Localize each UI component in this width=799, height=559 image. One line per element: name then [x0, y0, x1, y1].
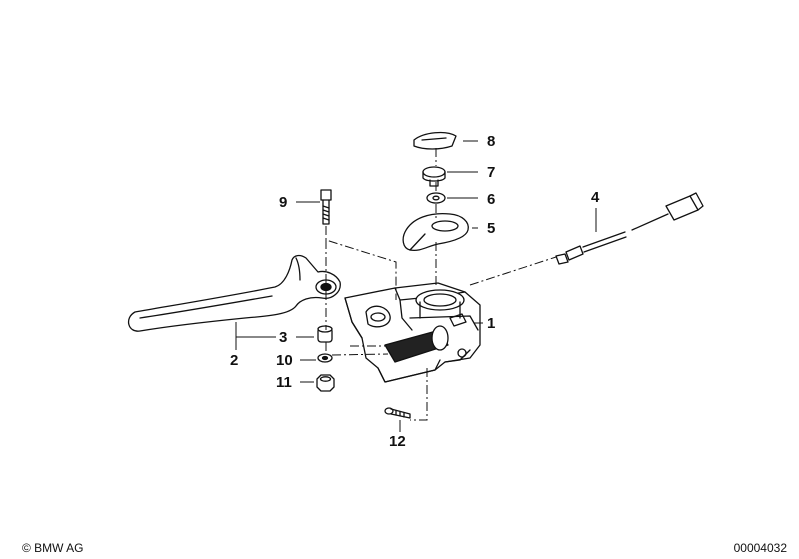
bushing-part: [317, 325, 333, 343]
image-number: 00004032: [733, 541, 787, 555]
callout-7: 7: [487, 164, 496, 181]
cap-plate-part: [413, 131, 457, 150]
switch-cable-part: [555, 192, 704, 265]
callout-6: 6: [487, 191, 496, 208]
callout-8: 8: [487, 133, 496, 150]
callout-10: 10: [276, 352, 293, 369]
callout-11: 11: [276, 374, 292, 391]
callout-4: 4: [591, 189, 600, 206]
lever-housing-part: [344, 282, 481, 383]
button-part: [422, 166, 446, 187]
switch-cover-part: [402, 212, 469, 252]
callout-1: 1: [487, 315, 496, 332]
nut-part: [316, 374, 335, 392]
washer-part: [317, 353, 333, 363]
callout-2: 2: [230, 352, 239, 369]
callout-5: 5: [487, 220, 496, 237]
leader-lines: [235, 140, 597, 432]
callout-12: 12: [389, 433, 406, 450]
assembly-lines: [325, 148, 557, 421]
lever-part: [127, 254, 341, 332]
small-washer-part: [426, 192, 446, 204]
callout-9: 9: [279, 194, 288, 211]
callout-3: 3: [279, 329, 288, 346]
screw-part: [384, 407, 411, 419]
copyright-notice: © BMW AG: [22, 541, 84, 555]
bolt-part: [320, 189, 332, 225]
